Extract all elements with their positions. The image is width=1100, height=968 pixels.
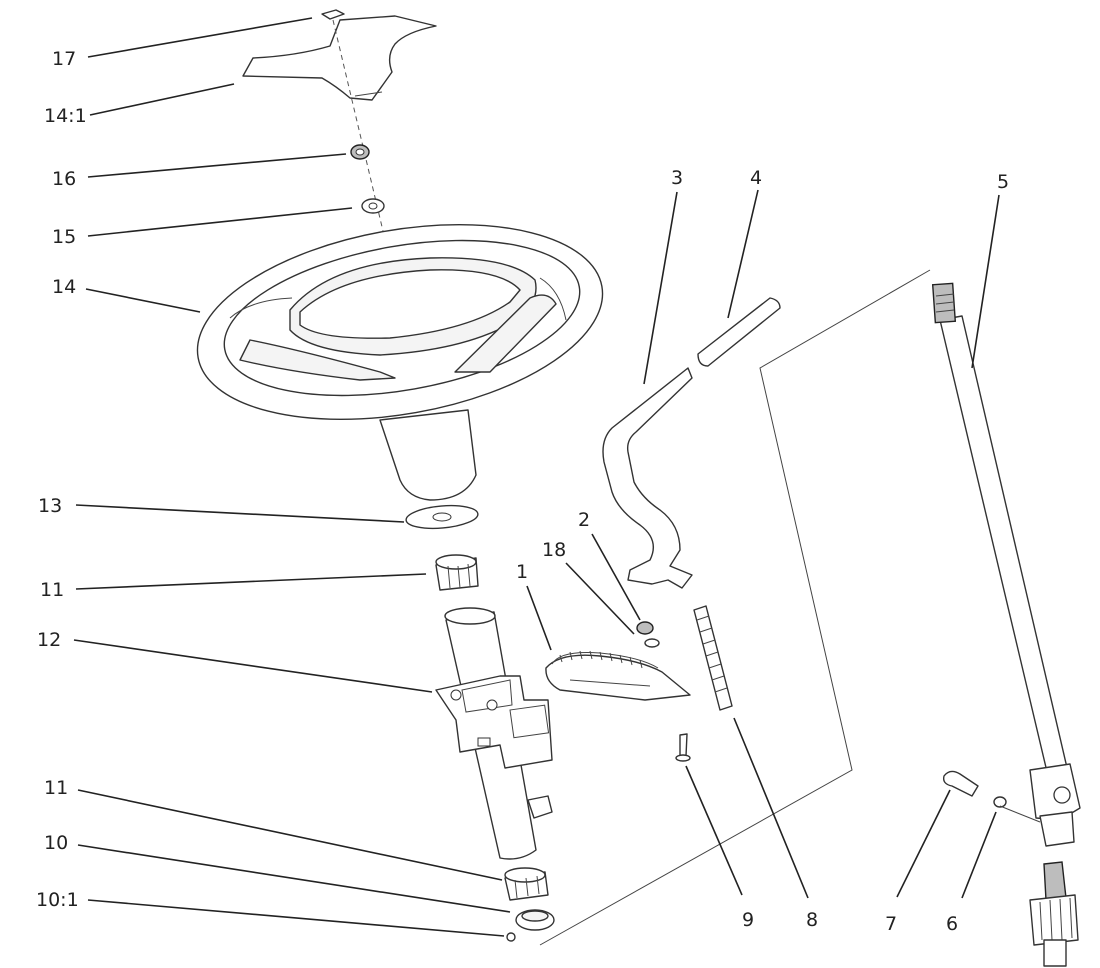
callout-1: 1 <box>516 561 528 583</box>
part-11-upper-bushing <box>435 554 479 591</box>
part-9-bolt <box>675 733 691 762</box>
part-7-pin <box>942 770 979 797</box>
part-14-1-emblem <box>242 15 437 101</box>
part-14-steering-wheel <box>196 223 604 501</box>
part-4-sleeve <box>697 297 781 367</box>
part-5-steering-shaft <box>931 282 1081 967</box>
callout-labels: 17 14:1 16 15 14 13 11 12 11 10 10:1 3 4… <box>36 48 1009 935</box>
callout-14-1: 14:1 <box>44 105 87 127</box>
leader-lines <box>73 17 1000 937</box>
part-18-nut <box>644 638 660 648</box>
part-10-ring <box>515 909 555 931</box>
callout-14: 14 <box>52 276 76 298</box>
part-2-lock-nut <box>636 621 654 635</box>
part-15-washer <box>361 198 385 214</box>
part-13-washer <box>405 504 479 530</box>
part-3-rod <box>602 367 693 589</box>
callout-5: 5 <box>997 171 1009 193</box>
callout-10: 10 <box>44 832 68 854</box>
callout-6: 6 <box>946 913 958 935</box>
callout-13: 13 <box>38 495 62 517</box>
callout-17: 17 <box>52 48 76 70</box>
part-12-steering-column <box>435 607 553 860</box>
axis-line-steering <box>332 19 411 346</box>
callout-9: 9 <box>742 909 754 931</box>
part-11-lower-bushing <box>504 867 549 901</box>
part-16-nut <box>350 144 370 160</box>
callout-11-upper: 11 <box>40 579 64 601</box>
callout-4: 4 <box>750 167 762 189</box>
part-10-1-screw <box>506 932 516 942</box>
callout-8: 8 <box>806 909 818 931</box>
callout-16: 16 <box>52 168 76 190</box>
callout-15: 15 <box>52 226 76 248</box>
callout-12: 12 <box>37 629 61 651</box>
part-1-sector-plate <box>545 650 691 701</box>
callout-18: 18 <box>542 539 566 561</box>
part-8-spring <box>693 605 733 711</box>
callout-11-lower: 11 <box>44 777 68 799</box>
mounting-plate-outline <box>539 269 1041 946</box>
part-17-cap <box>321 9 345 20</box>
callout-7: 7 <box>885 913 897 935</box>
callout-10-1: 10:1 <box>36 889 79 911</box>
part-6-washer <box>993 796 1007 808</box>
callout-2: 2 <box>578 509 590 531</box>
callout-3: 3 <box>671 167 683 189</box>
